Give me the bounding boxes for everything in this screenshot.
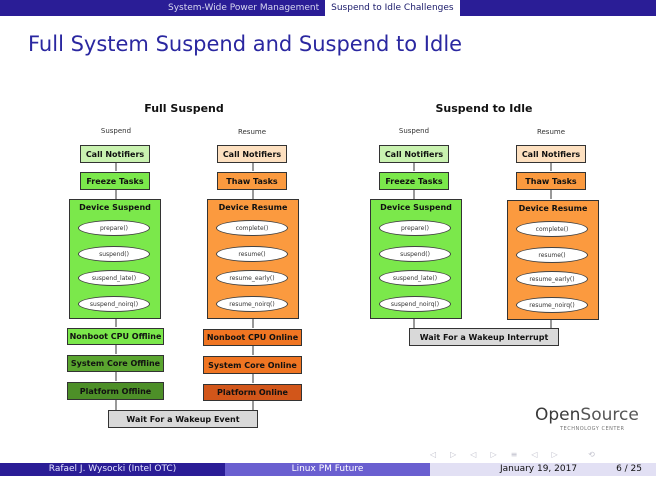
full-suspend-heading: Full Suspend — [144, 102, 224, 115]
idle-phase-prepare: prepare() — [379, 220, 451, 236]
full-wait-wakeup-event: Wait For a Wakeup Event — [108, 410, 258, 428]
footer-date-page: January 19, 2017 6 / 25 — [430, 463, 656, 476]
idle-heading: Suspend to Idle — [435, 102, 533, 115]
idle-device-suspend: Device Suspend prepare() suspend() suspe… — [370, 199, 462, 319]
opensource-logo: OpenSource — [535, 405, 639, 425]
phase-resume-early: resume_early() — [216, 270, 288, 286]
phase-suspend: suspend() — [78, 246, 150, 262]
phase-resume: resume() — [216, 246, 288, 262]
idle-suspend-column-label: Suspend — [398, 127, 430, 135]
full-thaw-tasks: Thaw Tasks — [217, 172, 287, 190]
full-nonboot-cpu-online: Nonboot CPU Online — [203, 329, 302, 346]
full-platform-online: Platform Online — [203, 384, 302, 401]
nav-section-power-management[interactable]: System-Wide Power Management — [168, 3, 320, 13]
full-device-resume: Device Resume complete() resume() resume… — [207, 199, 299, 319]
phase-complete: complete() — [216, 220, 288, 236]
idle-phase-suspend-late: suspend_late() — [379, 270, 451, 286]
idle-wait-wakeup-interrupt: Wait For a Wakeup Interrupt — [409, 328, 559, 346]
full-device-resume-title: Device Resume — [218, 203, 288, 212]
full-device-suspend: Device Suspend prepare() suspend() suspe… — [69, 199, 161, 319]
footer-author: Rafael J. Wysocki (Intel OTC) — [0, 463, 225, 476]
footer-page-number: 6 / 25 — [616, 464, 642, 474]
full-nonboot-cpu-offline: Nonboot CPU Offline — [67, 328, 164, 345]
idle-phase-resume-early: resume_early() — [516, 271, 588, 287]
idle-device-resume-title: Device Resume — [518, 204, 588, 213]
idle-phase-resume-noirq: resume_noirq() — [516, 297, 588, 313]
idle-phase-resume: resume() — [516, 247, 588, 263]
idle-phase-suspend-noirq: suspend_noirq() — [379, 296, 451, 312]
full-resume-column-label: Resume — [237, 128, 267, 136]
idle-call-notifiers-suspend: Call Notifiers — [379, 145, 449, 163]
nav-section-suspend-to-idle[interactable]: Suspend to Idle Challenges — [325, 0, 460, 16]
idle-thaw-tasks: Thaw Tasks — [516, 172, 586, 190]
phase-resume-noirq: resume_noirq() — [216, 296, 288, 312]
opensource-logo-subtitle: TECHNOLOGY CENTER — [560, 426, 625, 432]
phase-suspend-late: suspend_late() — [78, 270, 150, 286]
slide-title: Full System Suspend and Suspend to Idle — [28, 32, 463, 56]
full-platform-offline: Platform Offline — [67, 382, 164, 400]
full-system-core-offline: System Core Offline — [67, 355, 164, 372]
full-system-core-online: System Core Online — [203, 356, 302, 374]
slide-navigation-icons[interactable]: ◁▷◁▷≡◁▷ ⟲ — [430, 450, 609, 459]
footer-bar: Rafael J. Wysocki (Intel OTC) Linux PM F… — [0, 463, 656, 476]
idle-freeze-tasks: Freeze Tasks — [379, 172, 449, 190]
idle-phase-suspend: suspend() — [379, 246, 451, 262]
full-call-notifiers-resume: Call Notifiers — [217, 145, 287, 163]
full-device-suspend-title: Device Suspend — [79, 203, 151, 212]
full-freeze-tasks: Freeze Tasks — [80, 172, 150, 190]
top-nav-bar: System-Wide Power Management Suspend to … — [0, 0, 656, 16]
full-suspend-column-label: Suspend — [100, 127, 132, 135]
footer-date: January 19, 2017 — [500, 464, 578, 474]
idle-device-resume: Device Resume complete() resume() resume… — [507, 200, 599, 320]
idle-phase-complete: complete() — [516, 221, 588, 237]
idle-resume-column-label: Resume — [536, 128, 566, 136]
idle-device-suspend-title: Device Suspend — [380, 203, 452, 212]
footer-talk-title: Linux PM Future — [225, 463, 430, 476]
full-call-notifiers-suspend: Call Notifiers — [80, 145, 150, 163]
idle-call-notifiers-resume: Call Notifiers — [516, 145, 586, 163]
phase-suspend-noirq: suspend_noirq() — [78, 296, 150, 312]
phase-prepare: prepare() — [78, 220, 150, 236]
